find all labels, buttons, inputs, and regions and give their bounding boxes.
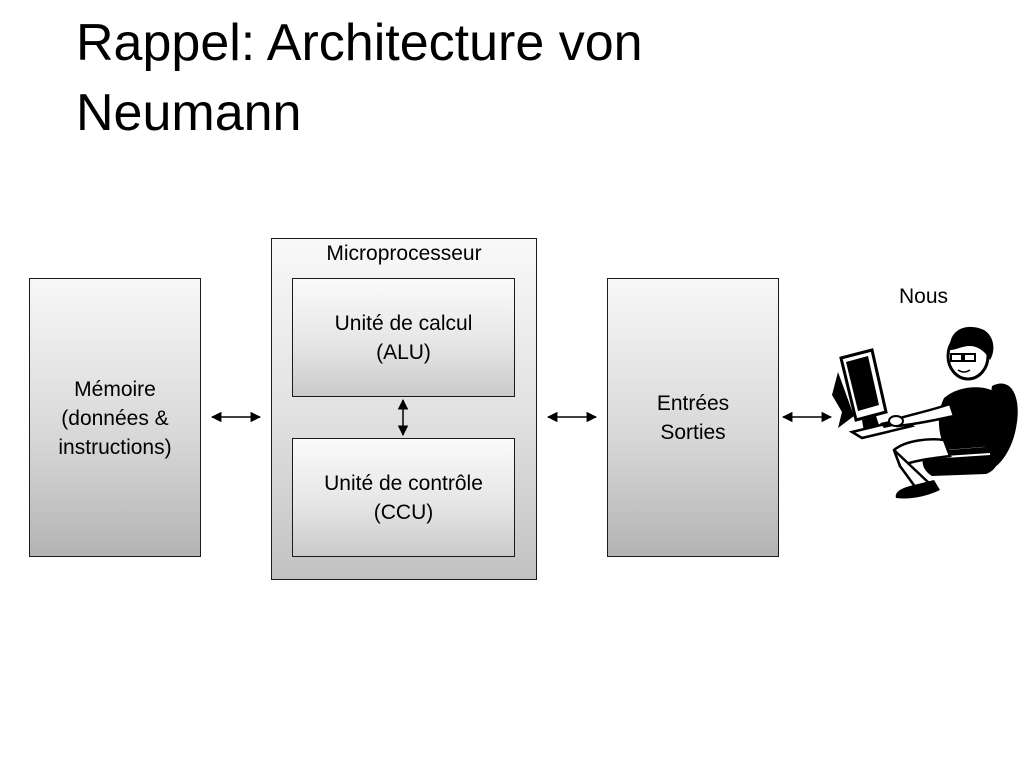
user-label: Nous <box>899 285 949 308</box>
microprocessor-label: Microprocesseur <box>326 242 482 265</box>
slide-title: Rappel: Architecture von Neumann <box>76 8 976 148</box>
memory-label: Mémoire (données & instructions) <box>58 378 172 459</box>
slide-title-line-1: Rappel: Architecture von <box>76 14 643 72</box>
slide-title-line-2: Neumann <box>76 84 302 142</box>
ccu-label: Unité de contrôle (CCU) <box>324 472 483 524</box>
alu-box: Unité de calcul (ALU) <box>292 278 515 397</box>
alu-label: Unité de calcul (ALU) <box>334 312 473 364</box>
io-box: Entrées Sorties <box>607 278 779 557</box>
ccu-box: Unité de contrôle (CCU) <box>292 438 515 557</box>
io-label: Entrées Sorties <box>656 392 730 444</box>
person-at-computer-icon <box>832 326 1018 499</box>
memory-box: Mémoire (données & instructions) <box>29 278 201 557</box>
